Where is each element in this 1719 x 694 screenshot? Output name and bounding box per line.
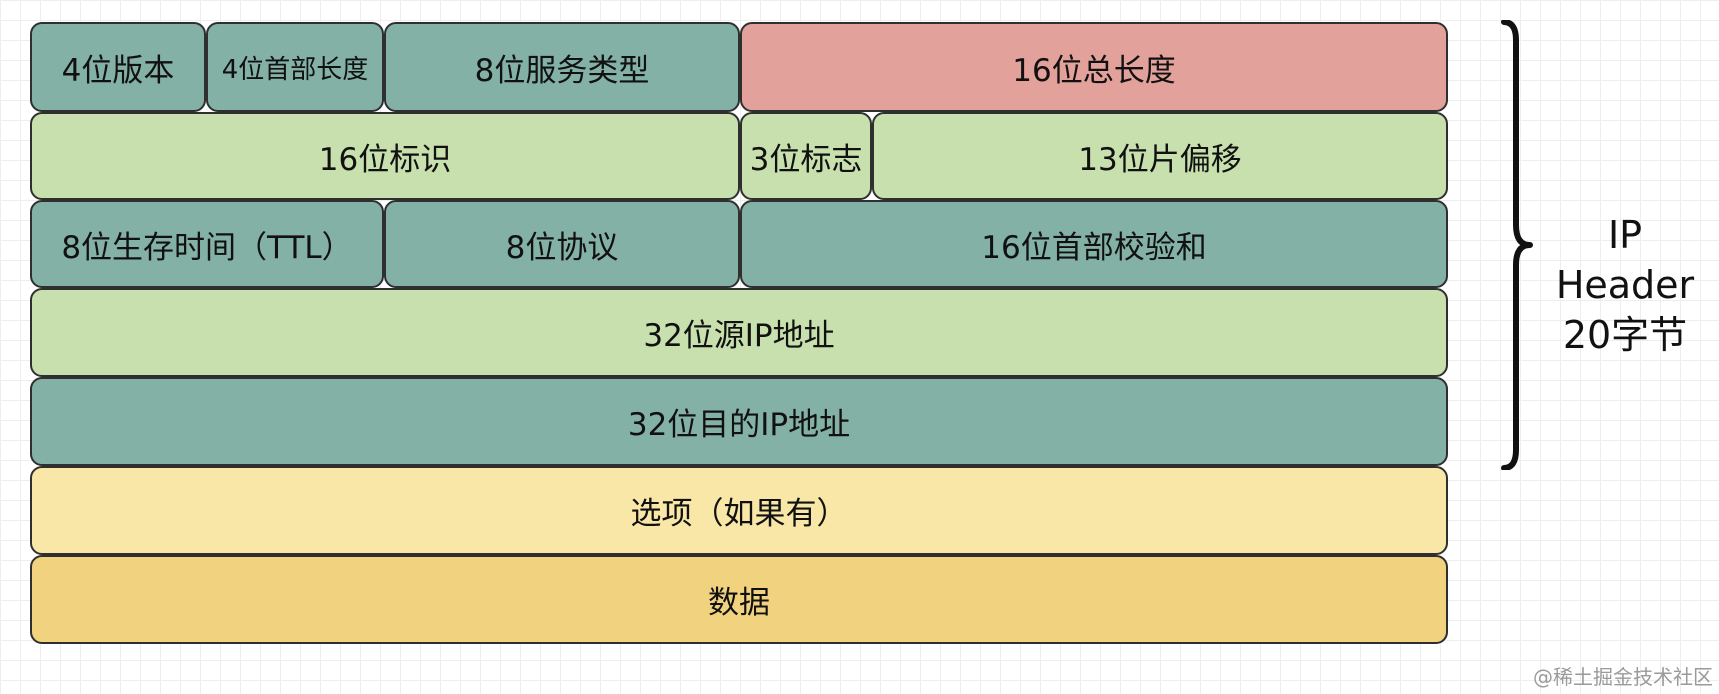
field-service-type: 8位服务类型 [384, 22, 740, 112]
field-version: 4位版本 [30, 22, 206, 112]
field-identification: 16位标识 [30, 112, 740, 200]
ip-header-label-line2: Header [1555, 263, 1695, 307]
right-brace-icon [1501, 20, 1533, 470]
field-source-ip: 32位源IP地址 [30, 288, 1448, 377]
field-total-length: 16位总长度 [740, 22, 1448, 112]
field-destination-ip: 32位目的IP地址 [30, 377, 1448, 466]
field-header-length: 4位首部长度 [206, 22, 384, 112]
field-ttl: 8位生存时间（TTL） [30, 200, 384, 288]
watermark: @稀土掘金技术社区 [1533, 665, 1713, 689]
field-data: 数据 [30, 555, 1448, 644]
field-protocol: 8位协议 [384, 200, 740, 288]
ip-header-label: IP Header 20字节 [1540, 210, 1710, 360]
ip-header-label-line1: IP [1607, 213, 1643, 257]
ip-header-label-line3: 20字节 [1562, 313, 1688, 357]
field-options: 选项（如果有） [30, 466, 1448, 555]
field-header-checksum: 16位首部校验和 [740, 200, 1448, 288]
field-fragment-offset: 13位片偏移 [872, 112, 1448, 200]
field-flags: 3位标志 [740, 112, 872, 200]
